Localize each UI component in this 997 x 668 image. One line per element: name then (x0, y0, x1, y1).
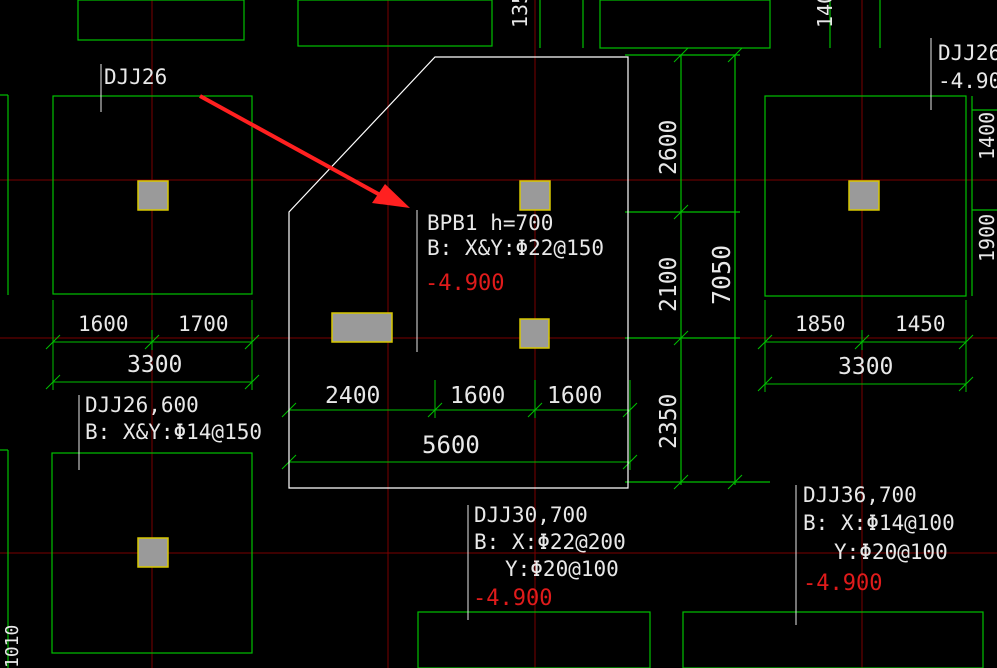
bottom-right-footing-tag: DJJ36,700 (803, 483, 917, 507)
slab-dim-c: 1600 (547, 383, 602, 409)
bottom-right-rebar-y: Y:Φ20@100 (834, 540, 948, 564)
top-dim-140: 140 (813, 0, 837, 28)
slab-dim-total: 5600 (422, 431, 480, 459)
column-slab-mid (519, 318, 550, 349)
right-footing-dim-total: 3300 (838, 354, 893, 380)
slab-vdim-mid: 2100 (656, 257, 682, 312)
slab-dim-b: 1600 (450, 383, 505, 409)
slab-tag: BPB1 h=700 (427, 211, 553, 235)
annotation-arrow (199, 94, 410, 208)
right-footing-tag: DJJ26 (938, 41, 997, 65)
left-footing-dim-left: 1600 (78, 312, 129, 336)
column-slab-wall (331, 312, 393, 343)
right-footing-elevation: -4.900 (938, 69, 997, 93)
column-lower-left (137, 537, 169, 568)
right-side-dim-bottom: 1900 (975, 214, 997, 262)
bottom-middle-rebar-x: B: X:Φ22@200 (474, 530, 626, 554)
left-lower-footing-tag: DJJ26,600 (85, 393, 199, 417)
left-footing-tag: DJJ26 (104, 65, 167, 89)
bottom-middle-rebar-y: Y:Φ20@100 (505, 557, 619, 581)
columns (137, 180, 880, 568)
slab-dim-a: 2400 (325, 383, 380, 409)
left-footing-dim-total: 3300 (127, 352, 182, 378)
slab-vdim-bottom: 2350 (656, 394, 682, 449)
bottom-right-elevation: -4.900 (803, 571, 882, 596)
column-right-footing (848, 180, 880, 211)
left-lower-footing-rebar: B: X&Y:Φ14@150 (85, 420, 262, 444)
column-left-footing (137, 180, 169, 211)
left-footing-dim-right: 1700 (178, 312, 229, 336)
top-dim-135: 135 (508, 0, 532, 28)
slab-vdim-top: 2600 (656, 120, 682, 175)
edge-dim-bottom-left: 1010 (2, 625, 23, 668)
slab-elevation: -4.900 (425, 271, 504, 296)
right-footing-dim-left: 1850 (795, 312, 846, 336)
slab-rebar: B: X&Y:Φ22@150 (427, 236, 604, 260)
right-footing-dim-right: 1450 (895, 312, 946, 336)
right-side-dim-top: 1400 (975, 112, 997, 160)
leader-lines (78, 38, 932, 625)
bottom-middle-footing-tag: DJJ30,700 (474, 503, 588, 527)
bottom-middle-elevation: -4.900 (473, 586, 552, 611)
slab-vdim-total: 7050 (707, 245, 736, 305)
bottom-right-rebar-x: B: X:Φ14@100 (803, 511, 955, 535)
slab-outline[interactable] (288, 56, 629, 489)
column-slab-top (519, 180, 551, 211)
